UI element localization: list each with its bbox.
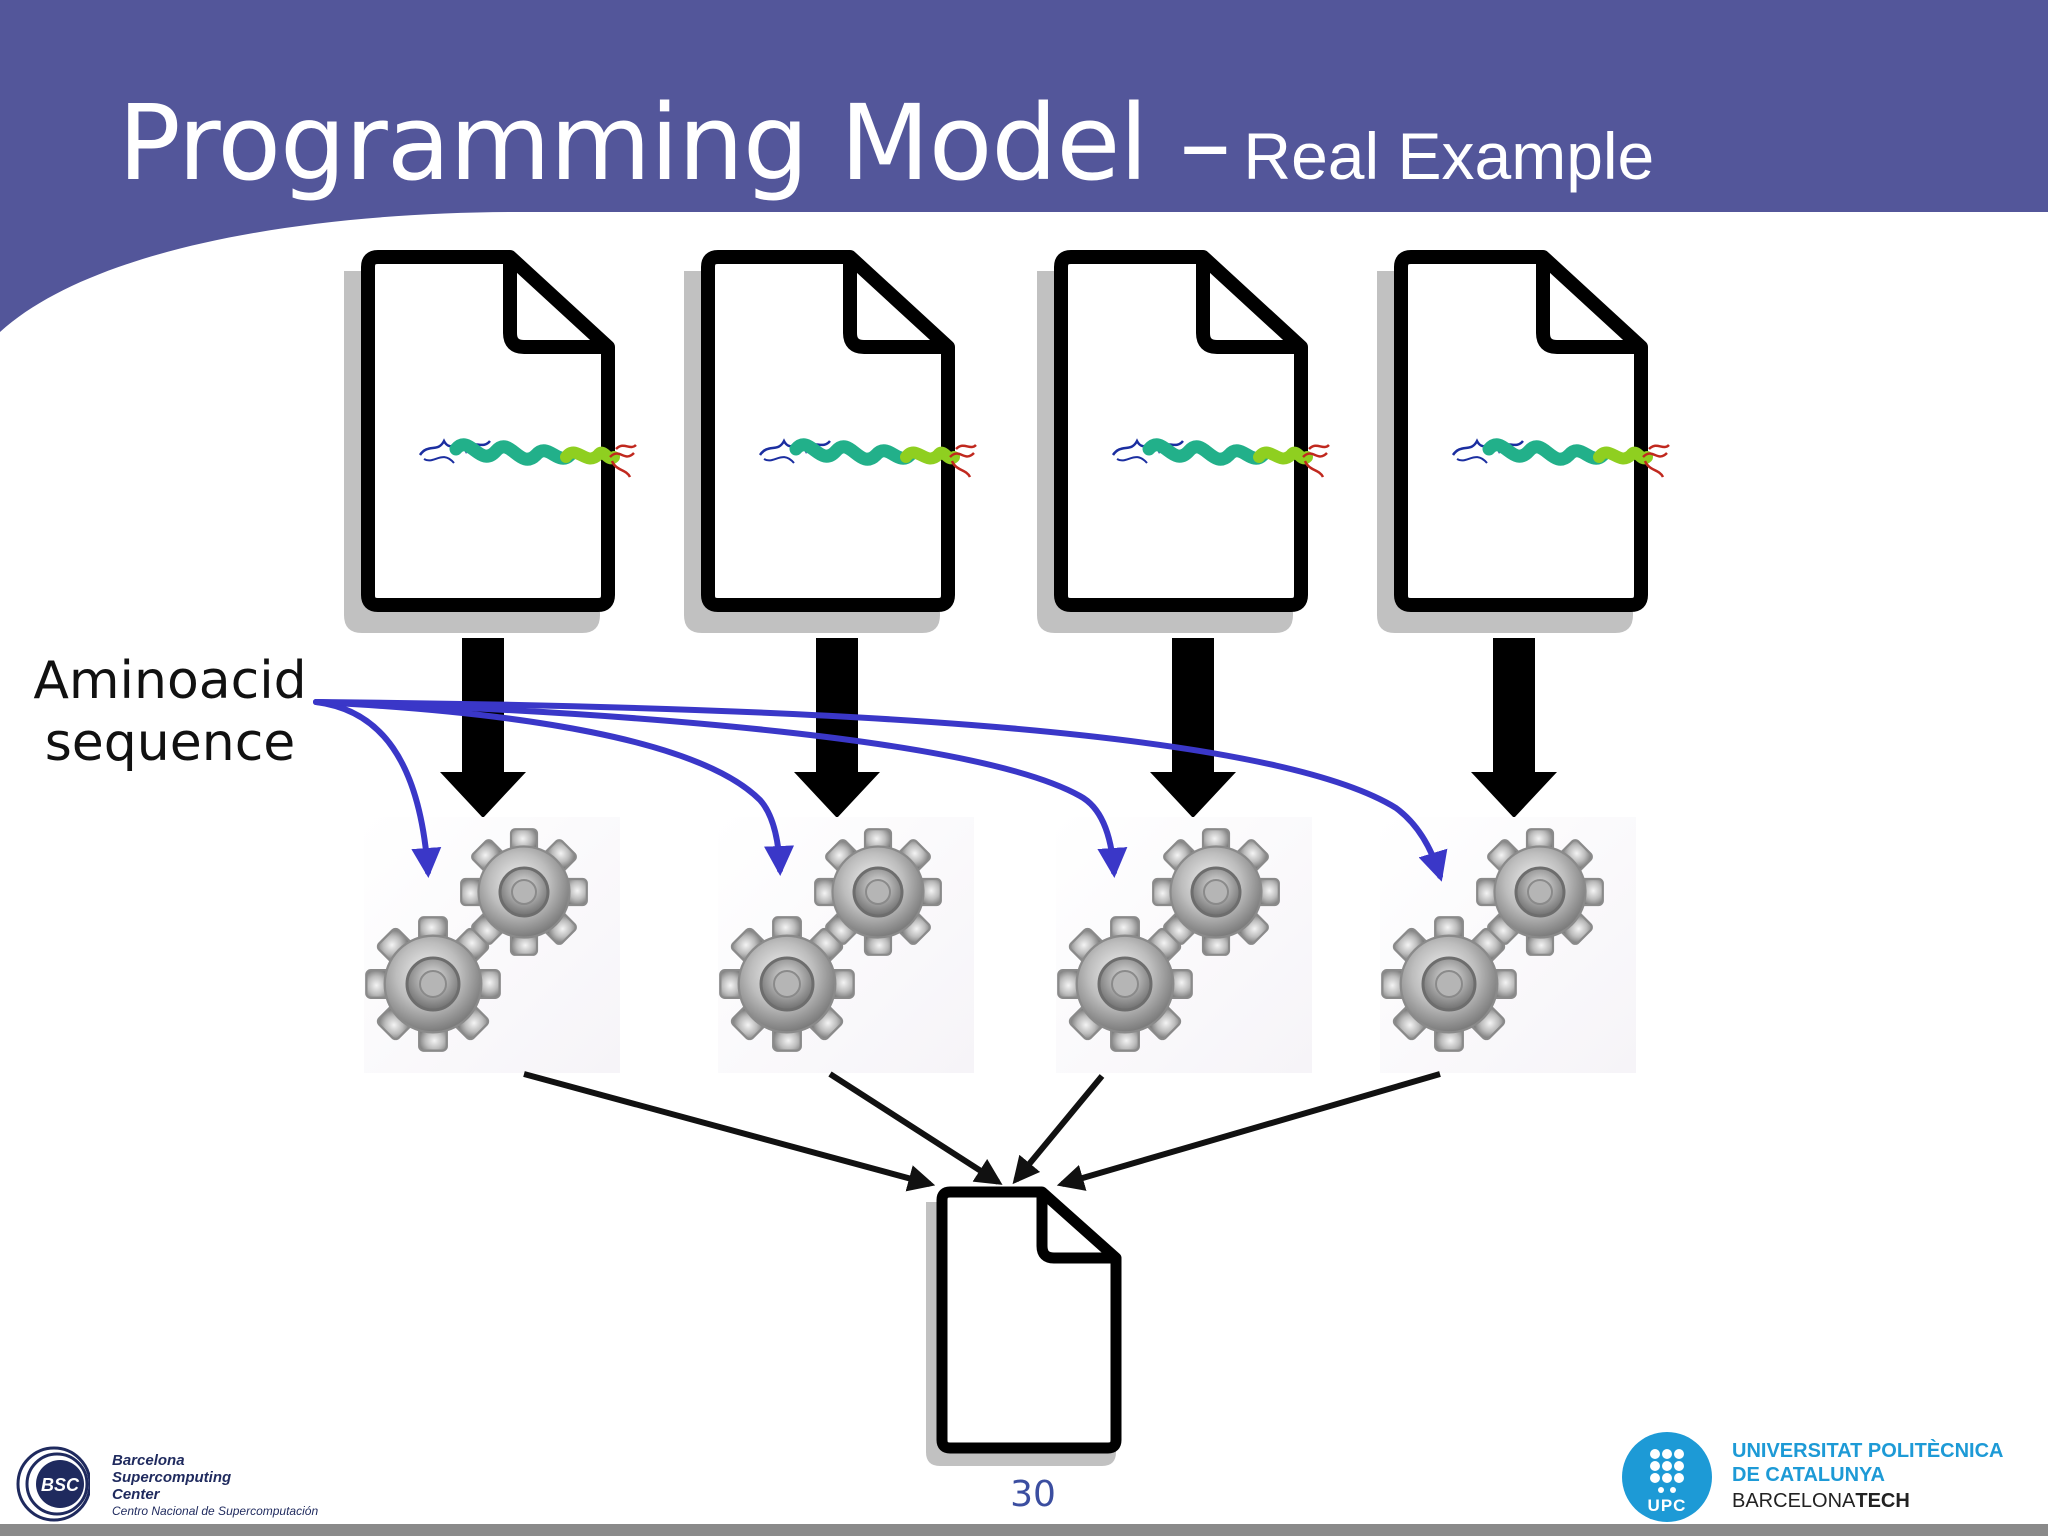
bsc-abbr: BSC [40, 1475, 79, 1495]
upc-name-line1: UNIVERSITAT POLITÈCNICA [1732, 1440, 2004, 1462]
gear-group-4 [1380, 817, 1636, 1073]
protein-structure-icon [418, 438, 637, 478]
slide-title-sub: Real Example [1243, 119, 1655, 193]
protein-structure-icon [1111, 438, 1330, 478]
down-arrow-2 [794, 638, 880, 818]
gear-group-2 [718, 817, 974, 1073]
down-arrow-3 [1150, 638, 1236, 818]
slide-title: Programming Model – Real Example [118, 82, 1654, 204]
upc-emblem-icon [1622, 1432, 1712, 1522]
bsc-name-line1: Barcelona [112, 1452, 185, 1469]
aminoacid-sequence-label: Aminoacid sequence [30, 650, 310, 774]
upc-name-line3-bold: TECH [1855, 1490, 1910, 1512]
protein-structure-icon [758, 438, 977, 478]
input-file-2 [684, 250, 977, 633]
merge-arrow-1 [523, 1071, 936, 1192]
aminoacid-label-line1: Aminoacid [33, 651, 307, 711]
gear-group-3 [1056, 817, 1312, 1073]
sequence-arrow-2 [313, 699, 795, 876]
upc-name-line3-regular: BARCELONA [1732, 1490, 1856, 1512]
bsc-emblem-icon [16, 1446, 90, 1522]
header-band [0, 0, 2048, 332]
upc-name-line2: DE CATALUNYA [1732, 1464, 1885, 1486]
bsc-logo: BSC Barcelona Supercomputing Center Cent… [14, 1442, 334, 1522]
sequence-arrow-1 [313, 699, 442, 878]
upc-logo: UPC UNIVERSITAT POLITÈCNICA DE CATALUNYA… [1622, 1430, 2042, 1530]
slide-title-main: Programming Model – [118, 82, 1231, 204]
down-arrow-1 [440, 638, 526, 818]
merge-arrow-4 [1056, 1071, 1441, 1191]
upc-name-line3: BARCELONATECH [1732, 1490, 1910, 1513]
aminoacid-label-line2: sequence [44, 713, 296, 773]
sequence-arrow-4 [313, 699, 1448, 882]
protein-structure-icon [1451, 438, 1670, 478]
bsc-tagline: Centro Nacional de Supercomputación [112, 1504, 319, 1518]
bsc-name: Barcelona Supercomputing Center [112, 1452, 231, 1503]
input-file-3 [1037, 250, 1330, 633]
output-file [926, 1186, 1122, 1466]
input-file-4 [1377, 250, 1670, 633]
bottom-bar [0, 1524, 2048, 1536]
bsc-name-line2: Supercomputing [112, 1469, 232, 1486]
bsc-name-line3: Center [112, 1486, 160, 1503]
merge-arrow-2 [828, 1071, 1003, 1185]
page-number: 30 [1010, 1474, 1056, 1515]
down-arrow-4 [1471, 638, 1557, 818]
sequence-arrow-3 [313, 699, 1128, 878]
gear-group-1 [364, 817, 620, 1073]
input-file-1 [344, 250, 637, 633]
merge-arrow-3 [1012, 1074, 1105, 1185]
upc-abbr: UPC [1647, 1496, 1687, 1515]
